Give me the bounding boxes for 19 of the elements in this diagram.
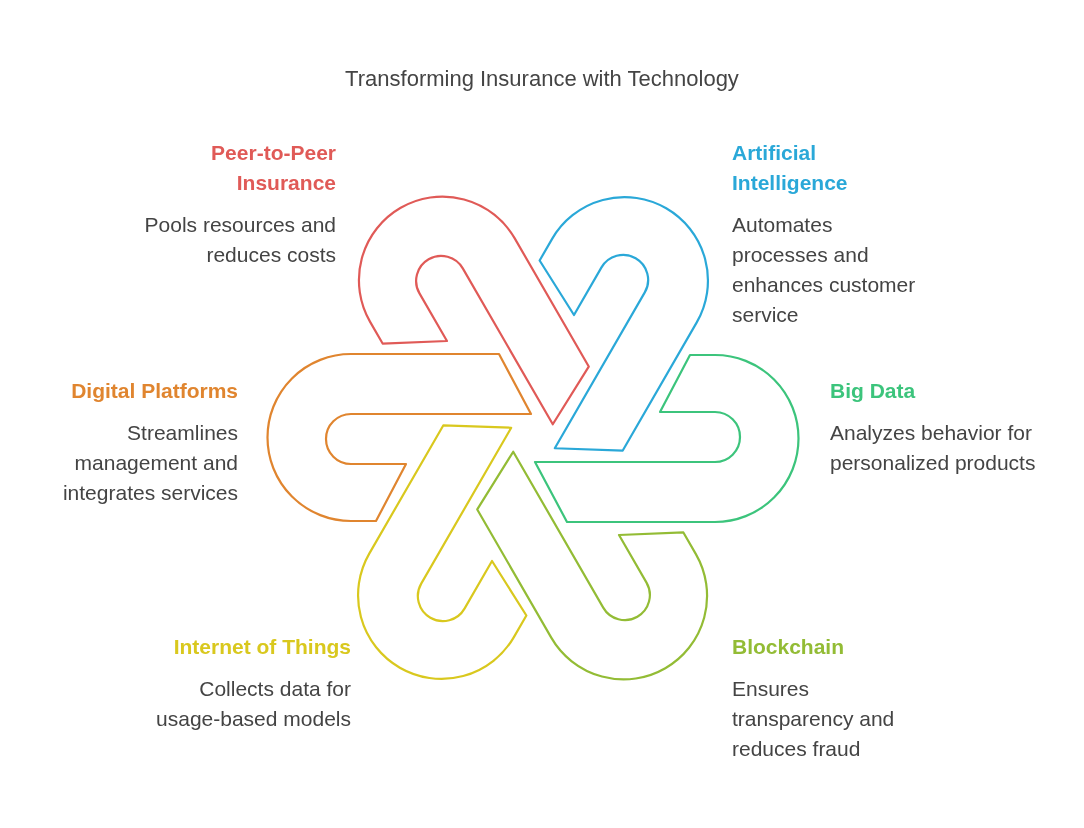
description: Pools resources and reduces costs [143,212,336,268]
description: Automates processes and enhances customer service [732,212,917,328]
heading: Peer-to-Peer Insurance [210,140,336,196]
hook-shape [533,353,800,524]
description: Analyzes behavior for personalized products [830,420,1037,476]
heading: Internet of Things [173,634,351,660]
heading: Blockchain [732,634,845,660]
description: Ensures transparency and reduces fraud [732,676,896,762]
hook-shape [538,196,709,452]
heading: Artificial Intelligence [732,140,849,196]
heading: Digital Platforms [71,378,238,404]
hook-shape [357,424,528,680]
description: Streamlines management and integrates services [61,420,238,506]
description: Collects data for usage-based models [155,676,351,732]
heading: Big Data [830,378,916,404]
hook-shape [266,352,533,523]
title: Transforming Insurance with Technology [344,65,740,93]
hook-shape [476,450,709,681]
hook-shape [357,195,590,426]
